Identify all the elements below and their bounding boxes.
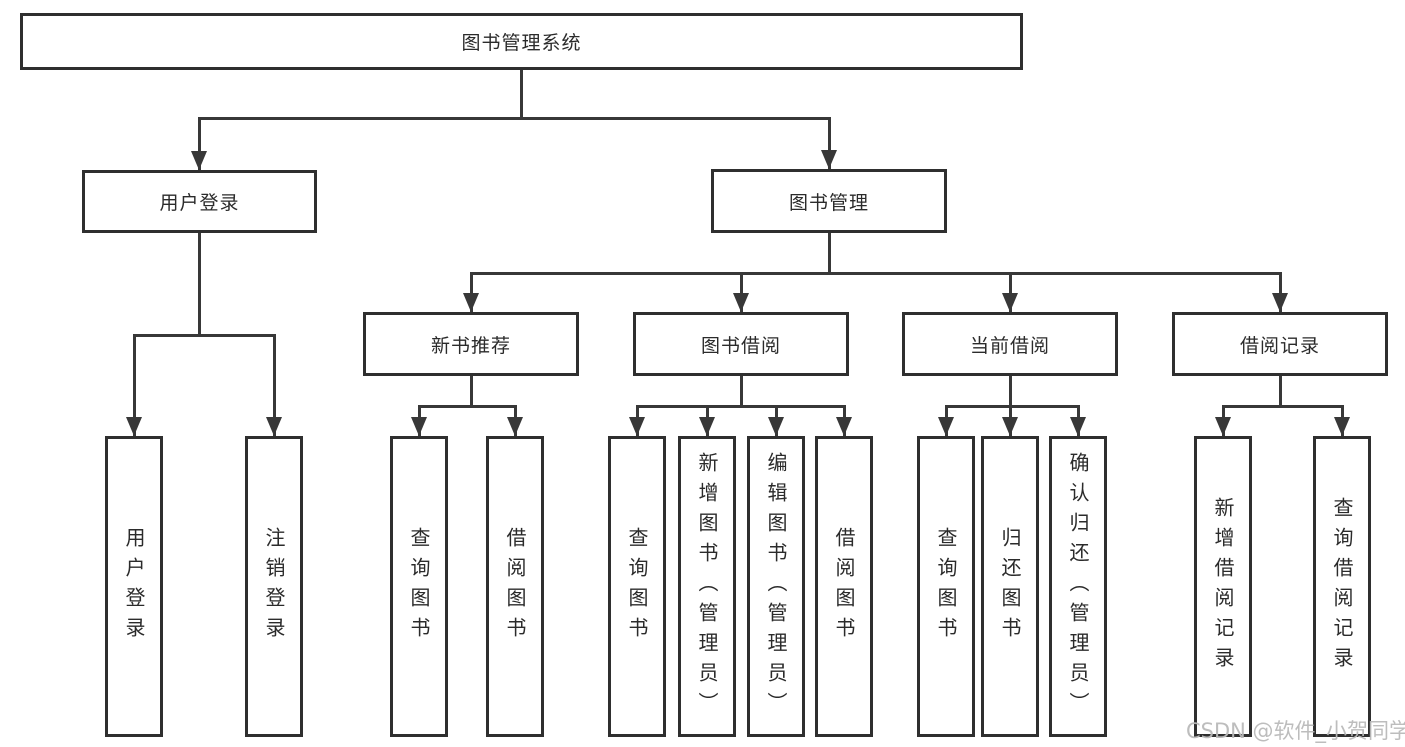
connector-line bbox=[470, 272, 473, 312]
arrow-head bbox=[191, 151, 207, 170]
arrow-head bbox=[1002, 293, 1018, 312]
arrow-head bbox=[1002, 417, 1018, 436]
connector-line bbox=[418, 405, 516, 408]
node-borrow-record: 借阅记录 bbox=[1172, 312, 1388, 376]
connector-line bbox=[1009, 376, 1012, 408]
leaf-borrow-query-book-label: 查询图书 bbox=[625, 526, 649, 647]
connector-line bbox=[945, 405, 1079, 408]
arrow-head bbox=[411, 417, 427, 436]
connector-line bbox=[1222, 405, 1343, 408]
connector-line bbox=[740, 376, 743, 408]
arrow-head bbox=[768, 417, 784, 436]
leaf-record-add-record-label: 新增借阅记录 bbox=[1211, 496, 1235, 677]
connector-line bbox=[1279, 272, 1282, 312]
node-book-management: 图书管理 bbox=[711, 169, 947, 233]
connector-line bbox=[828, 117, 831, 169]
connector-line bbox=[198, 233, 201, 337]
leaf-record-query-record-label: 查询借阅记录 bbox=[1330, 496, 1354, 677]
leaf-borrow-edit-book-admin-label: 编辑图书（管理员） bbox=[764, 451, 788, 722]
arrow-head bbox=[938, 417, 954, 436]
leaf-borrow-add-book-admin-label: 新增图书（管理员） bbox=[695, 451, 719, 722]
connector-line bbox=[273, 334, 276, 436]
leaf-logout-label: 注销登录 bbox=[262, 526, 286, 647]
arrow-head bbox=[507, 417, 523, 436]
connector-line bbox=[1279, 376, 1282, 408]
leaf-borrow-borrow-book: 借阅图书 bbox=[815, 436, 873, 737]
node-root-label: 图书管理系统 bbox=[461, 32, 582, 54]
leaf-recommend-borrow-book: 借阅图书 bbox=[486, 436, 544, 737]
node-book-management-label: 图书管理 bbox=[788, 191, 869, 214]
leaf-record-add-record: 新增借阅记录 bbox=[1194, 436, 1252, 737]
node-root: 图书管理系统 bbox=[20, 13, 1023, 70]
leaf-borrow-edit-book-admin: 编辑图书（管理员） bbox=[747, 436, 805, 737]
node-current-borrow-label: 当前借阅 bbox=[969, 334, 1050, 357]
connector-line bbox=[828, 233, 831, 275]
leaf-login: 用户登录 bbox=[105, 436, 163, 737]
leaf-current-return-book: 归还图书 bbox=[981, 436, 1039, 737]
leaf-borrow-query-book: 查询图书 bbox=[608, 436, 666, 737]
connector-line bbox=[740, 272, 743, 312]
arrow-head bbox=[266, 417, 282, 436]
node-book-borrow: 图书借阅 bbox=[633, 312, 849, 376]
connector-line bbox=[470, 376, 473, 408]
node-new-book-recommend: 新书推荐 bbox=[363, 312, 579, 376]
leaf-recommend-query-book-label: 查询图书 bbox=[407, 526, 431, 647]
arrow-head bbox=[629, 417, 645, 436]
leaf-borrow-borrow-book-label: 借阅图书 bbox=[832, 526, 856, 647]
connector-line bbox=[198, 117, 201, 170]
leaf-current-confirm-return-admin: 确认归还（管理员） bbox=[1049, 436, 1107, 737]
connector-line bbox=[133, 334, 276, 337]
leaf-current-query-book: 查询图书 bbox=[917, 436, 975, 737]
connector-line bbox=[198, 117, 831, 120]
leaf-recommend-query-book: 查询图书 bbox=[390, 436, 448, 737]
arrow-head bbox=[699, 417, 715, 436]
leaf-current-return-book-label: 归还图书 bbox=[998, 526, 1022, 647]
leaf-current-query-book-label: 查询图书 bbox=[934, 526, 958, 647]
leaf-record-query-record: 查询借阅记录 bbox=[1313, 436, 1371, 737]
arrow-head bbox=[1215, 417, 1231, 436]
arrow-head bbox=[836, 417, 852, 436]
connector-line bbox=[133, 334, 136, 436]
connector-line bbox=[470, 272, 1282, 275]
arrow-head bbox=[1334, 417, 1350, 436]
arrow-head bbox=[733, 293, 749, 312]
connector-line bbox=[636, 405, 845, 408]
leaf-login-label: 用户登录 bbox=[122, 526, 146, 647]
node-user-login-label: 用户登录 bbox=[159, 192, 240, 214]
arrow-head bbox=[126, 417, 142, 436]
node-book-borrow-label: 图书借阅 bbox=[700, 334, 781, 357]
node-current-borrow: 当前借阅 bbox=[902, 312, 1118, 376]
connector-line bbox=[520, 69, 523, 120]
leaf-recommend-borrow-book-label: 借阅图书 bbox=[503, 526, 527, 647]
leaf-borrow-add-book-admin: 新增图书（管理员） bbox=[678, 436, 736, 737]
node-borrow-record-label: 借阅记录 bbox=[1239, 334, 1320, 357]
arrow-head bbox=[1070, 417, 1086, 436]
arrow-head bbox=[463, 293, 479, 312]
node-user-login: 用户登录 bbox=[82, 170, 317, 233]
connector-line bbox=[1009, 272, 1012, 312]
arrow-head bbox=[821, 150, 837, 169]
leaf-current-confirm-return-admin-label: 确认归还（管理员） bbox=[1066, 451, 1090, 722]
node-new-book-recommend-label: 新书推荐 bbox=[430, 334, 511, 357]
csdn-watermark: CSDN @软件_小贺同学 bbox=[1186, 719, 1405, 743]
leaf-logout: 注销登录 bbox=[245, 436, 303, 737]
arrow-head bbox=[1272, 293, 1288, 312]
